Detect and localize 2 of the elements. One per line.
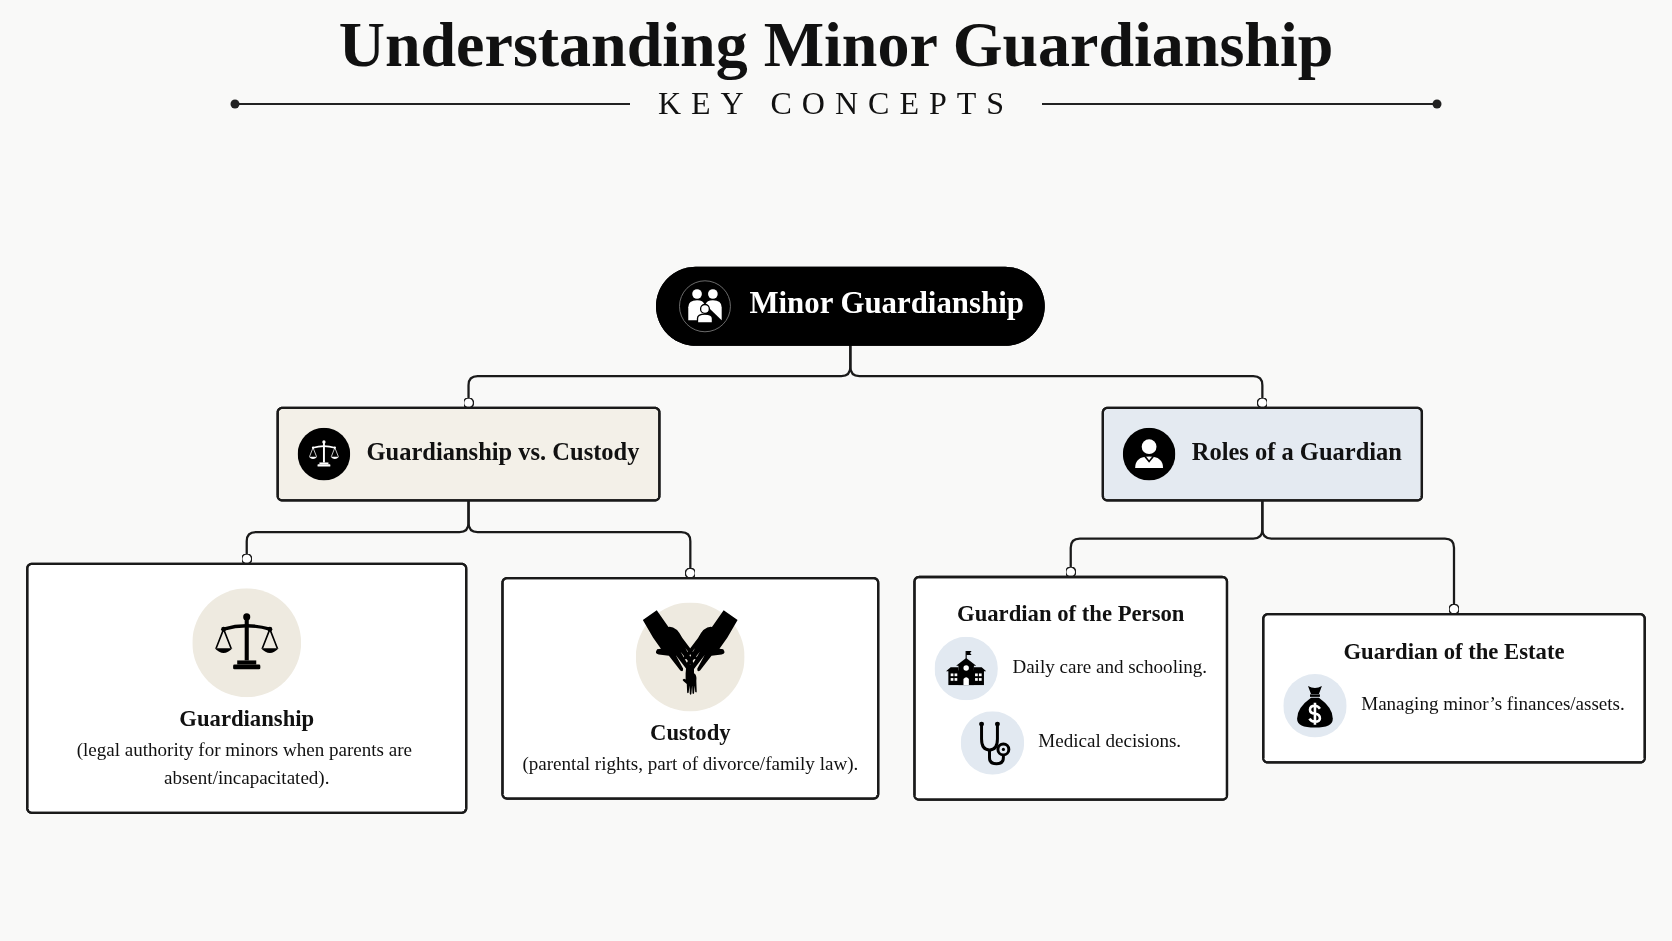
title: Understanding Minor Guardianship [338, 10, 1334, 81]
subtitle: KEY CONCEPTS [657, 86, 1015, 122]
